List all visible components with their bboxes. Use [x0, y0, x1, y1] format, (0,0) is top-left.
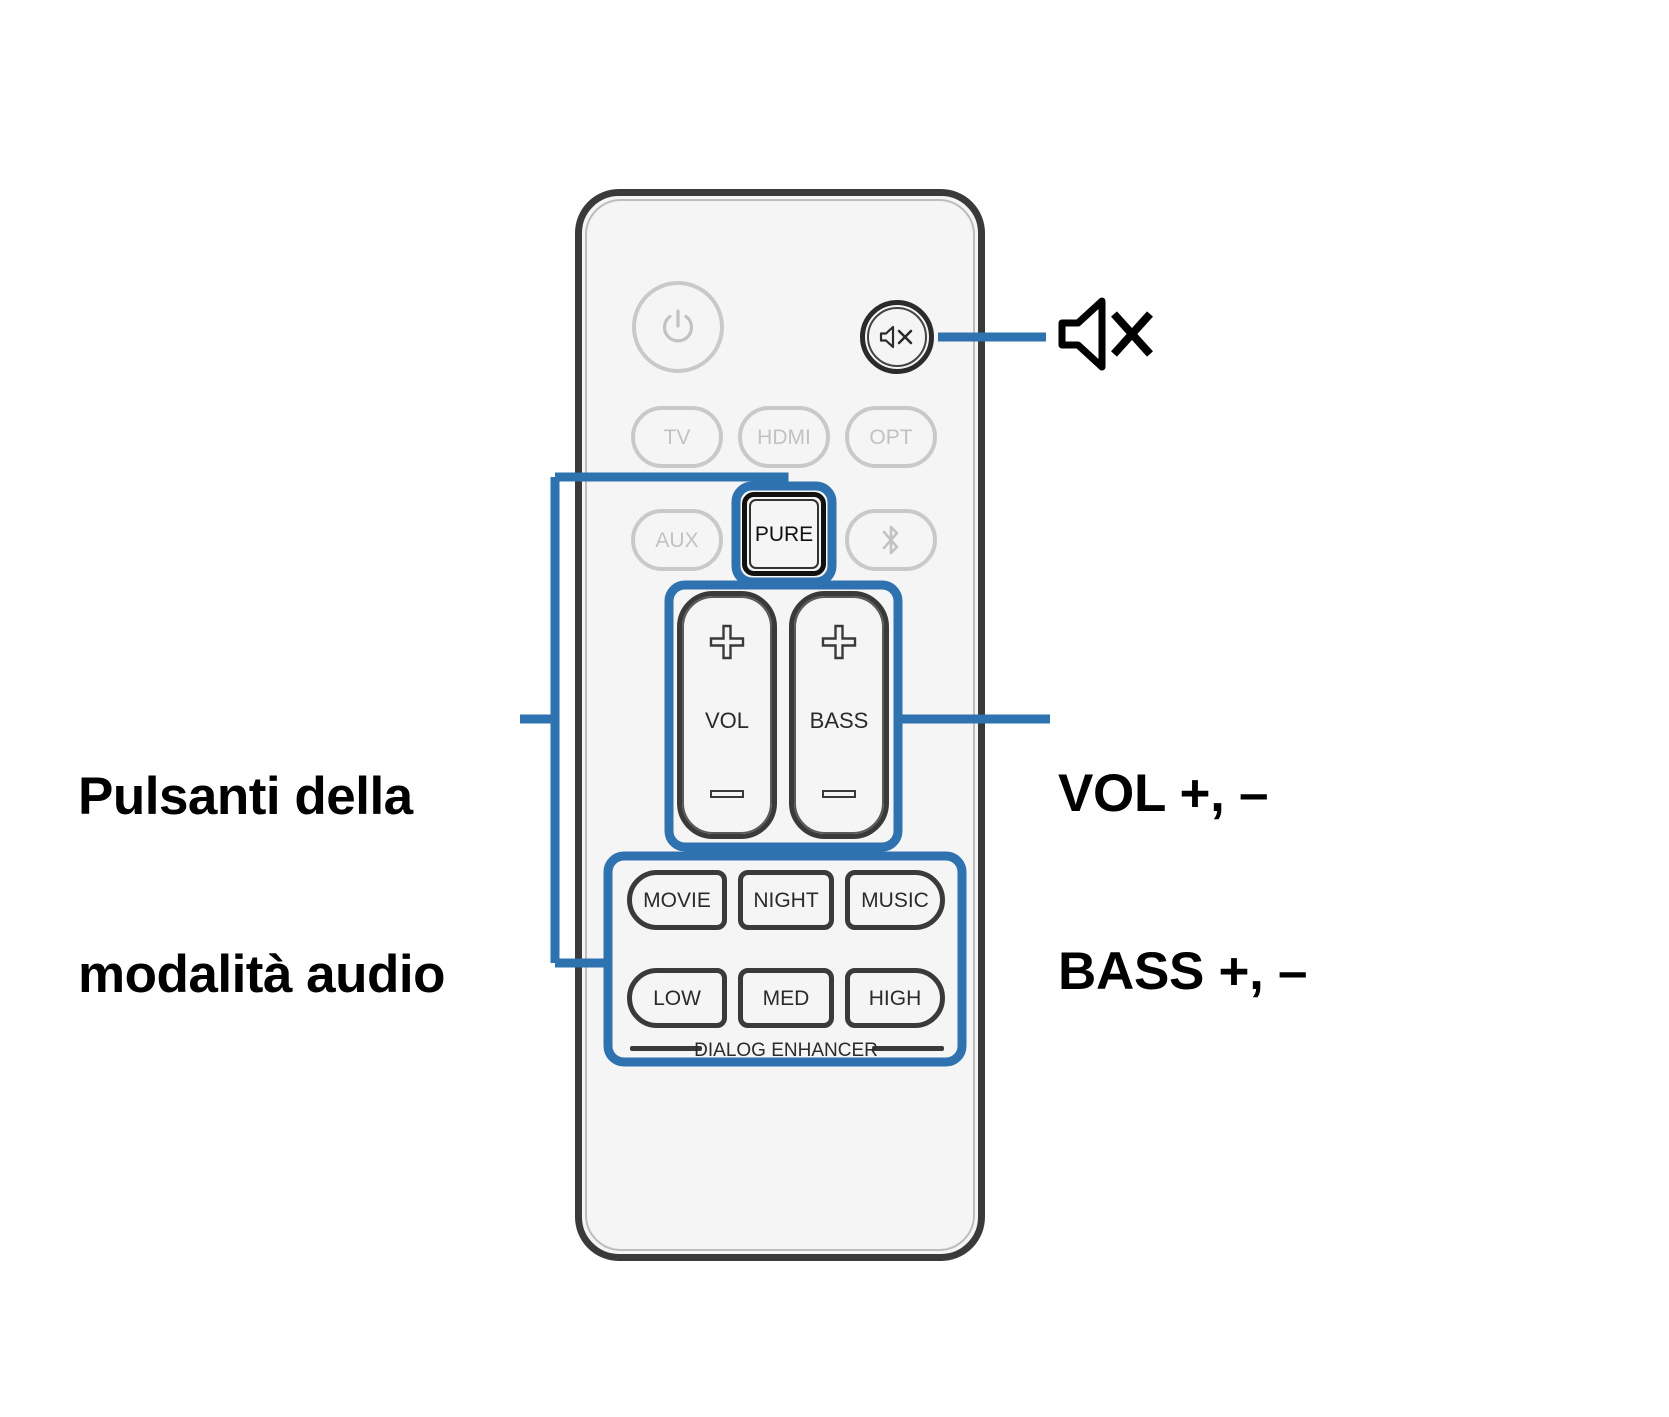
- source-button-opt-label: OPT: [869, 425, 913, 449]
- audio-mode-callout-line-1: Pulsanti della: [78, 766, 413, 826]
- sound-mode-button-night[interactable]: NIGHT: [738, 870, 834, 930]
- dialog-enhancer-button-med[interactable]: MED: [738, 968, 834, 1028]
- source-button-aux-label: AUX: [655, 528, 699, 552]
- volume-rocker-label: VOL: [704, 708, 750, 733]
- source-button-opt[interactable]: OPT: [845, 406, 937, 468]
- dialog-enhancer-button-low[interactable]: LOW: [627, 968, 727, 1028]
- sound-mode-button-pure[interactable]: PURE: [742, 492, 826, 576]
- dialog-enhancer-caption: DIALOG ENHANCER: [694, 1040, 878, 1061]
- source-button-tv[interactable]: TV: [631, 406, 723, 468]
- audio-mode-buttons-callout-text: Pulsanti della modalità audio: [78, 648, 445, 1123]
- sound-mode-button-music-label: MUSIC: [861, 888, 929, 912]
- bluetooth-icon: [882, 525, 899, 555]
- mute-speaker-x-icon: [879, 325, 913, 349]
- mute-button[interactable]: [860, 300, 934, 374]
- dialog-enhancer-button-med-label: MED: [762, 986, 810, 1010]
- bass-rocker-label: BASS: [809, 708, 869, 733]
- source-button-tv-label: TV: [663, 425, 691, 449]
- bass-minus-icon[interactable]: [822, 790, 856, 798]
- vol-bass-callout-line-2: BASS +, –: [1058, 941, 1308, 1001]
- dialog-enhancer-button-low-label: LOW: [653, 986, 701, 1010]
- dialog-enhancer-button-high-label: HIGH: [868, 986, 922, 1010]
- vol-bass-callout-text: VOL +, – BASS +, –: [1058, 645, 1307, 1120]
- sound-mode-button-music[interactable]: MUSIC: [845, 870, 945, 930]
- source-button-aux[interactable]: AUX: [631, 509, 723, 571]
- power-icon: [662, 309, 694, 343]
- volume-minus-icon[interactable]: [710, 790, 744, 798]
- mute-speaker-x-icon-large: [1058, 297, 1153, 371]
- source-button-hdmi[interactable]: HDMI: [738, 406, 830, 468]
- source-button-hdmi-label: HDMI: [757, 425, 811, 449]
- bass-plus-icon[interactable]: [820, 623, 858, 661]
- volume-plus-icon[interactable]: [708, 623, 746, 661]
- sound-mode-button-movie-label: MOVIE: [643, 888, 711, 912]
- source-button-bluetooth[interactable]: [845, 509, 937, 571]
- dialog-enhancer-button-high[interactable]: HIGH: [845, 968, 945, 1028]
- power-button[interactable]: [632, 281, 724, 373]
- audio-mode-callout-line-2: modalità audio: [78, 944, 445, 1004]
- vol-bass-callout-line-1: VOL +, –: [1058, 763, 1269, 823]
- sound-mode-button-movie[interactable]: MOVIE: [627, 870, 727, 930]
- sound-mode-button-night-label: NIGHT: [753, 888, 819, 912]
- sound-mode-button-pure-label: PURE: [754, 522, 814, 546]
